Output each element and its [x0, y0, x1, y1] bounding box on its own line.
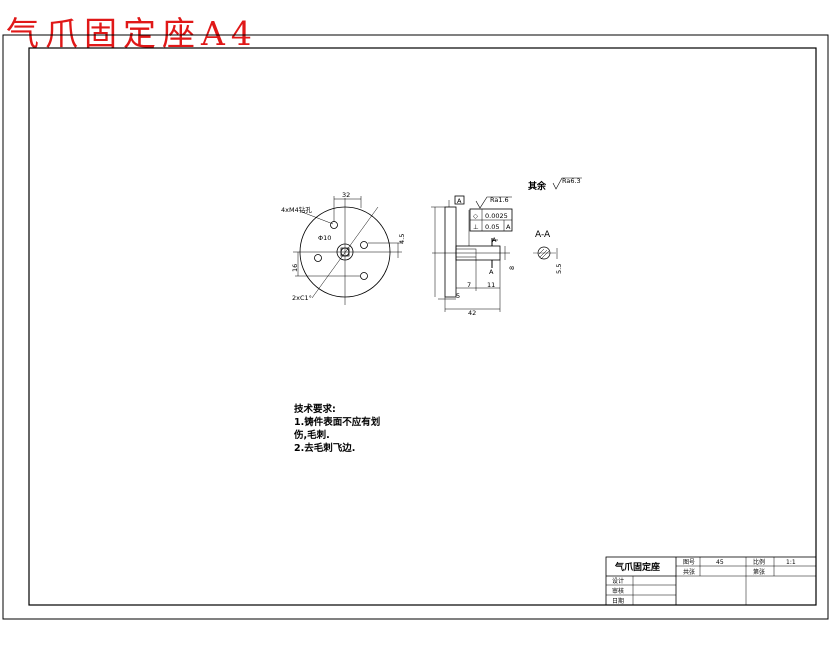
- tb-material: 45: [716, 559, 724, 566]
- flange-body: [444, 206, 457, 298]
- technical-notes: 技术要求: 1.铸件表面不应有划 伤,毛刺. 2.去毛刺飞边.: [294, 403, 380, 455]
- hole-top: [330, 221, 338, 229]
- tb-label-date: 日期: [612, 597, 624, 605]
- dim-top-text: 32: [342, 191, 350, 199]
- dim-11-text: 11: [487, 281, 495, 289]
- notes-line-2: 伤,毛刺.: [294, 430, 330, 441]
- notes-line-1: 1.铸件表面不应有划: [294, 417, 381, 428]
- side-view: [431, 195, 513, 312]
- tol-value-1: 0.0025: [485, 212, 508, 220]
- tb-scale-value: 1:1: [786, 559, 796, 566]
- datum-box: [454, 195, 465, 205]
- notes-title: 技术要求:: [294, 404, 336, 415]
- section-mark-top: A: [492, 236, 497, 244]
- section-title: A-A: [535, 230, 551, 240]
- roughness-small-symbol: [475, 196, 512, 209]
- general-roughness-label: 其余: [528, 180, 547, 192]
- inner-border: [28, 47, 817, 606]
- tb-label-scale: 比例: [753, 558, 765, 566]
- label-chamfer: 2xC1°: [292, 294, 312, 302]
- center-slot: [340, 247, 350, 257]
- tol-datum: A: [506, 223, 511, 231]
- hole-left: [314, 254, 322, 262]
- dim-shaft-text: 8: [508, 266, 516, 270]
- tol-value-2: 0.05: [485, 223, 499, 231]
- tol-symbol-1: ◇: [473, 212, 478, 220]
- notes-line-3: 2.去毛刺飞边.: [294, 443, 356, 454]
- hole-bottom: [360, 272, 368, 280]
- leader-center-diag: [311, 206, 379, 299]
- roughness-small-text: Ra1.6: [490, 196, 509, 204]
- tb-label-sheet: 第张: [753, 568, 765, 576]
- leader-holes: [301, 211, 334, 225]
- dim-total-text: 42: [468, 309, 476, 317]
- front-view: [293, 196, 402, 305]
- dim-7-text: 7: [467, 281, 471, 289]
- dim-5-text: 5: [456, 292, 460, 300]
- tol-symbol-2: ⊥: [473, 223, 479, 231]
- general-roughness-value: Ra6.3: [562, 177, 581, 185]
- center-bore: [336, 243, 354, 261]
- dim-left-text: 16: [291, 264, 299, 272]
- dim-right-text: 4.5: [398, 234, 406, 244]
- sheet-title: 气爪固定座A4: [6, 14, 258, 53]
- outer-border: [2, 34, 829, 620]
- tb-label-count: 共张: [683, 568, 695, 576]
- general-roughness: [552, 177, 582, 190]
- section-dim-text: 5.5: [555, 264, 563, 274]
- label-center: Φ10: [318, 234, 331, 242]
- label-holes: 4xM4钻孔: [281, 205, 312, 214]
- tb-label-design: 设计: [612, 577, 624, 585]
- tb-part-name: 气爪固定座: [614, 561, 660, 573]
- datum-label: A: [457, 197, 462, 205]
- tb-label-check: 审核: [612, 587, 624, 595]
- section-view: [533, 246, 558, 260]
- title-block-grid: [605, 556, 817, 606]
- section-mark-bottom: A: [489, 268, 494, 276]
- hole-right: [360, 241, 368, 249]
- tb-label-drawing-no: 图号: [683, 559, 695, 566]
